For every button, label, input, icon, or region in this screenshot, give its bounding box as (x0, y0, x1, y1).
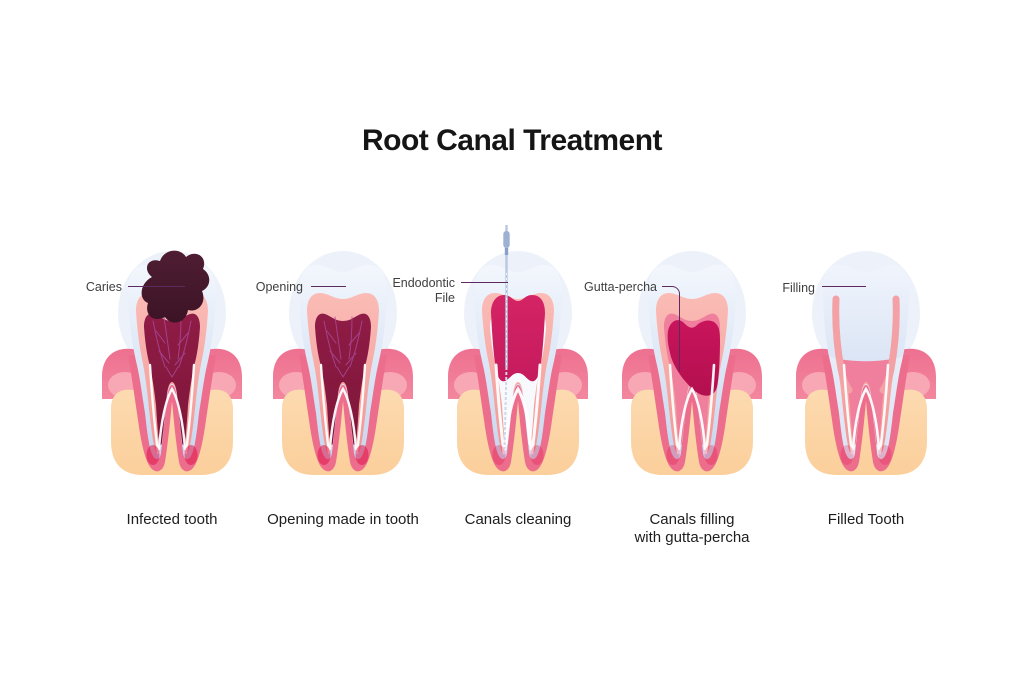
callout-label-endodontic-file: Endodontic File (345, 276, 455, 306)
canal-wall-lines (148, 363, 196, 455)
root-tip-glow (146, 445, 198, 465)
callout-label-gutta-percha: Gutta-percha (547, 280, 657, 295)
callout-line-caries (128, 286, 185, 287)
jaw-bone (805, 389, 927, 475)
canal-wall-lines (668, 363, 716, 455)
filling-cap (822, 266, 910, 362)
caption-line: Canals filling (649, 511, 735, 528)
jaw-bone (282, 389, 404, 475)
callout-label-text: Filling (782, 281, 815, 295)
callout-label-opening: Opening (193, 280, 303, 295)
callout-line-gutta-percha (662, 286, 680, 371)
tooth-svg (448, 225, 588, 475)
tooth-illustration-filled (786, 215, 946, 480)
callout-line-filling (822, 286, 866, 287)
canal-wall-lines (842, 363, 890, 455)
pulp (144, 313, 200, 445)
stage-caption-infected: Infected tooth (87, 511, 257, 529)
callout-label-text: Caries (85, 280, 122, 294)
root-tip-glow (840, 445, 892, 465)
tooth-illustration-cleaning (438, 215, 598, 480)
stage-caption-opening: Opening made in tooth (258, 511, 428, 529)
tooth-svg (796, 251, 936, 475)
jaw-bone (631, 389, 753, 475)
pulp (315, 313, 371, 445)
tooth-illustration-gutta-percha (612, 215, 772, 480)
stage-caption-gutta-percha: Canals filling with gutta-percha (607, 511, 777, 547)
callout-label-filling: Filling (705, 281, 815, 296)
jaw-bone (111, 389, 233, 475)
root-tip-glow (492, 445, 544, 465)
callout-label-caries: Caries (12, 280, 122, 295)
callout-label-text: Endodontic (392, 276, 455, 290)
endodontic-file-instrument (503, 225, 510, 450)
callout-label-text: Gutta-percha (584, 280, 657, 294)
tooth-illustration-infected (92, 215, 252, 480)
page-title: Root Canal Treatment (361, 124, 663, 157)
root-tip-glow (317, 445, 369, 465)
caption-line: Filled Tooth (827, 511, 905, 528)
canal-wall-lines (319, 363, 367, 455)
callout-line-endodontic-file (461, 282, 508, 283)
gutta-percha-fill (667, 320, 720, 396)
caption-line: Opening made in tooth (267, 511, 419, 528)
tooth-svg (273, 251, 413, 475)
caption-line: Canals cleaning (464, 511, 572, 528)
root-tip-glow (666, 445, 718, 465)
tooth-svg (622, 251, 762, 475)
stage-caption-filled: Filled Tooth (781, 511, 951, 529)
tooth-illustration-opening (263, 215, 423, 480)
callout-label-text: File (434, 291, 455, 305)
pulp-veins (152, 316, 192, 378)
tooth-svg (102, 250, 242, 475)
callout-label-text: Opening (255, 280, 303, 294)
canal-wall-lines (494, 363, 542, 455)
stage-caption-cleaning: Canals cleaning (433, 511, 603, 529)
open-pulp-chamber (491, 295, 545, 382)
caption-line: with gutta-percha (634, 529, 750, 546)
caption-line: Infected tooth (126, 511, 218, 528)
pulp-veins (323, 316, 363, 378)
jaw-bone (457, 389, 579, 475)
callout-line-opening (311, 286, 346, 287)
